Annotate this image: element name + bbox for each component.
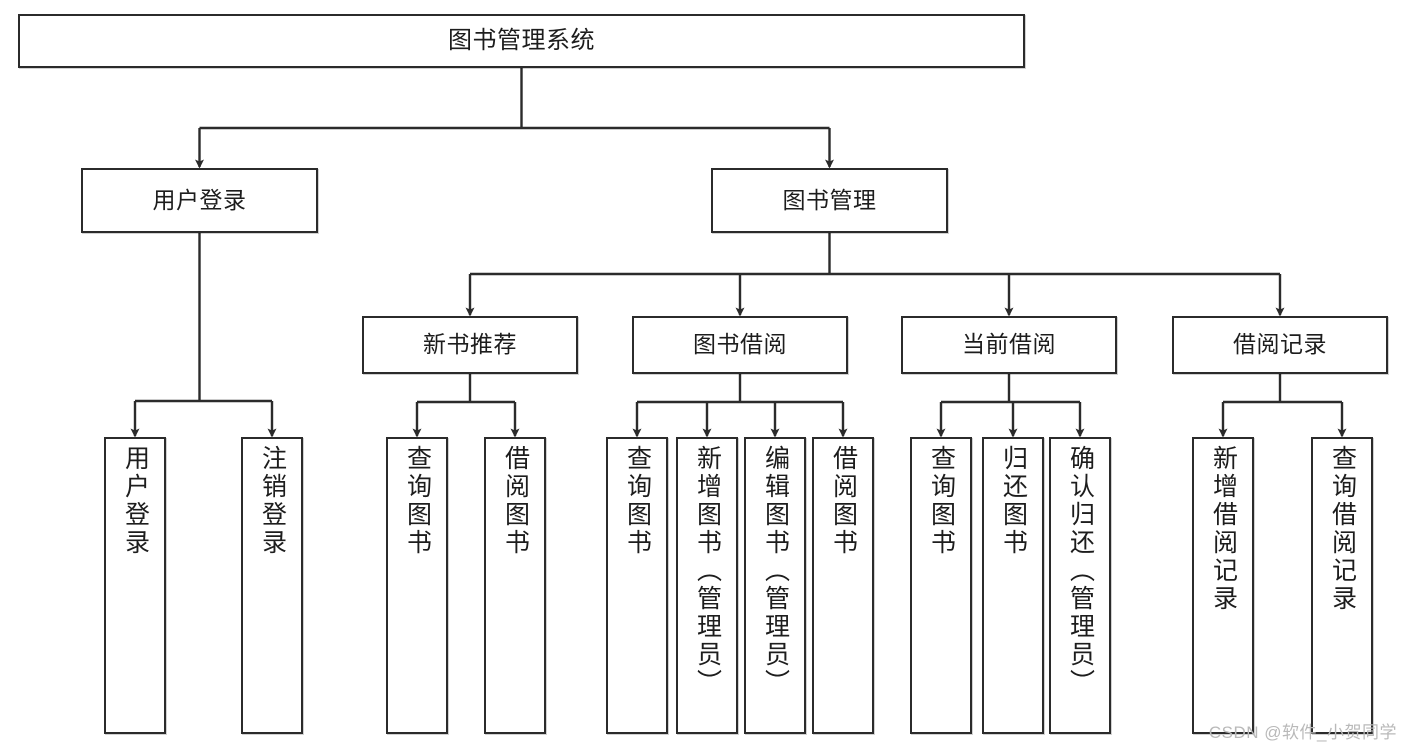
node-label: 查询图书 — [623, 445, 652, 557]
node-leaf_bor_1[interactable]: 查询图书 — [606, 437, 668, 734]
edges-group — [130, 68, 1347, 438]
node-label: 用户登录 — [152, 186, 247, 213]
node-leaf_cur_1[interactable]: 查询图书 — [910, 437, 972, 734]
node-label: 查询图书 — [403, 445, 432, 557]
node-leaf_login_2[interactable]: 注销登录 — [241, 437, 303, 734]
node-leaf_new_2[interactable]: 借阅图书 — [484, 437, 546, 734]
node-label: 编辑图书（管理员） — [761, 445, 790, 697]
node-label: 图书管理 — [782, 186, 877, 213]
node-label: 借阅图书 — [829, 445, 858, 557]
node-leaf_rec_1[interactable]: 新增借阅记录 — [1192, 437, 1254, 734]
node-label: 当前借阅 — [962, 331, 1056, 358]
node-label: 查询图书 — [927, 445, 956, 557]
node-root[interactable]: 图书管理系统 — [18, 14, 1025, 68]
node-leaf_cur_2[interactable]: 归还图书 — [982, 437, 1044, 734]
node-leaf_rec_2[interactable]: 查询借阅记录 — [1311, 437, 1373, 734]
node-label: 图书借阅 — [693, 331, 787, 358]
node-label: 注销登录 — [258, 445, 287, 557]
node-label: 图书管理系统 — [448, 26, 595, 54]
node-label: 借阅图书 — [501, 445, 530, 557]
node-l1_bookmgmt[interactable]: 图书管理 — [711, 168, 948, 233]
node-l2_borrow[interactable]: 图书借阅 — [632, 316, 848, 374]
node-label: 借阅记录 — [1233, 331, 1327, 358]
node-label: 新书推荐 — [423, 331, 517, 358]
csdn-watermark: CSDN @软件_小贺同学 — [1208, 723, 1397, 742]
node-leaf_login_1[interactable]: 用户登录 — [104, 437, 166, 734]
node-l2_current[interactable]: 当前借阅 — [901, 316, 1117, 374]
node-label: 用户登录 — [121, 445, 150, 557]
node-l1_login[interactable]: 用户登录 — [81, 168, 318, 233]
node-label: 确认归还（管理员） — [1066, 445, 1095, 697]
node-leaf_bor_4[interactable]: 借阅图书 — [812, 437, 874, 734]
node-label: 新增借阅记录 — [1209, 445, 1238, 613]
node-label: 归还图书 — [999, 445, 1028, 557]
node-l2_newbook[interactable]: 新书推荐 — [362, 316, 578, 374]
node-label: 查询借阅记录 — [1328, 445, 1357, 613]
node-l2_record[interactable]: 借阅记录 — [1172, 316, 1388, 374]
node-leaf_bor_2[interactable]: 新增图书（管理员） — [676, 437, 738, 734]
node-leaf_new_1[interactable]: 查询图书 — [386, 437, 448, 734]
node-leaf_cur_3[interactable]: 确认归还（管理员） — [1049, 437, 1111, 734]
node-label: 新增图书（管理员） — [693, 445, 722, 697]
node-leaf_bor_3[interactable]: 编辑图书（管理员） — [744, 437, 806, 734]
